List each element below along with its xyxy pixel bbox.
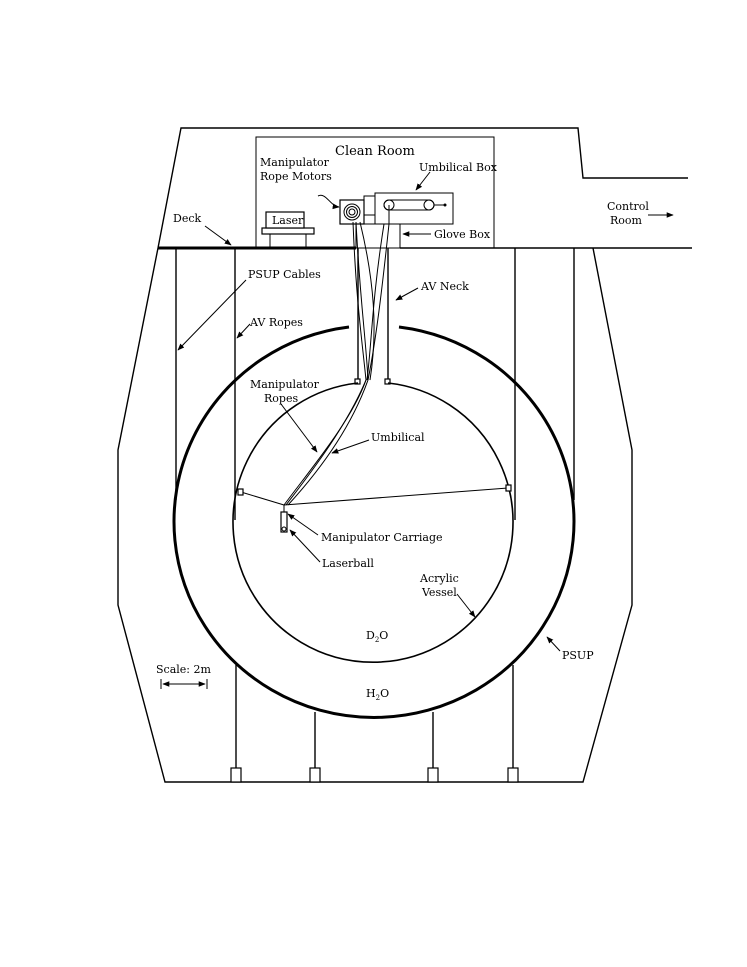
label-manipulator-carriage: Manipulator Carriage: [321, 531, 443, 544]
label-scale: Scale: 2m: [156, 663, 211, 676]
label-acrylic-vessel-line1: Acrylic: [419, 572, 459, 585]
bottom-anchors: [230, 665, 519, 783]
label-laserball: Laserball: [322, 557, 374, 570]
label-av-ropes: AV Ropes: [249, 316, 303, 329]
av-neck: [354, 248, 391, 385]
label-clean-room: Clean Room: [335, 144, 415, 159]
manipulator-carriage: [280, 505, 288, 533]
label-umbilical-box: Umbilical Box: [419, 161, 498, 174]
rope-motors: [339, 199, 365, 225]
psup-circle: [172, 325, 576, 719]
side-ropes: [237, 484, 512, 506]
scale-bar: [160, 679, 208, 689]
label-av-neck: AV Neck: [420, 280, 469, 293]
label-acrylic-vessel-line2: Vessel: [421, 586, 457, 599]
label-manipulator-ropes-line2: Ropes: [264, 392, 298, 405]
label-manipulator-ropes-line1: Manipulator: [250, 378, 320, 391]
label-glove-box: Glove Box: [434, 228, 491, 241]
cavity-outline: [157, 127, 688, 249]
laser-table: [261, 211, 315, 248]
label-umbilical: Umbilical: [371, 431, 425, 444]
label-h2o: H2O: [366, 687, 389, 702]
acrylic-vessel: [232, 382, 514, 663]
cavity-walls: [117, 247, 633, 783]
manipulator-ropes: [283, 221, 390, 506]
leader-arrows: [177, 171, 674, 652]
glove-box: [355, 223, 401, 249]
label-control-room-line2: Room: [610, 214, 643, 227]
umbilical-box: [374, 192, 454, 225]
label-psup: PSUP: [562, 649, 594, 662]
label-control-room-line1: Control: [607, 200, 649, 213]
label-laser: Laser: [272, 214, 304, 227]
label-psup-cables: PSUP Cables: [248, 268, 321, 281]
motor-connector: [363, 195, 375, 216]
label-manipulator-rope-motors-line2: Rope Motors: [260, 170, 332, 183]
label-deck: Deck: [173, 212, 201, 225]
label-manipulator-rope-motors-line1: Manipulator: [260, 156, 330, 169]
label-d2o: D2O: [366, 629, 388, 644]
